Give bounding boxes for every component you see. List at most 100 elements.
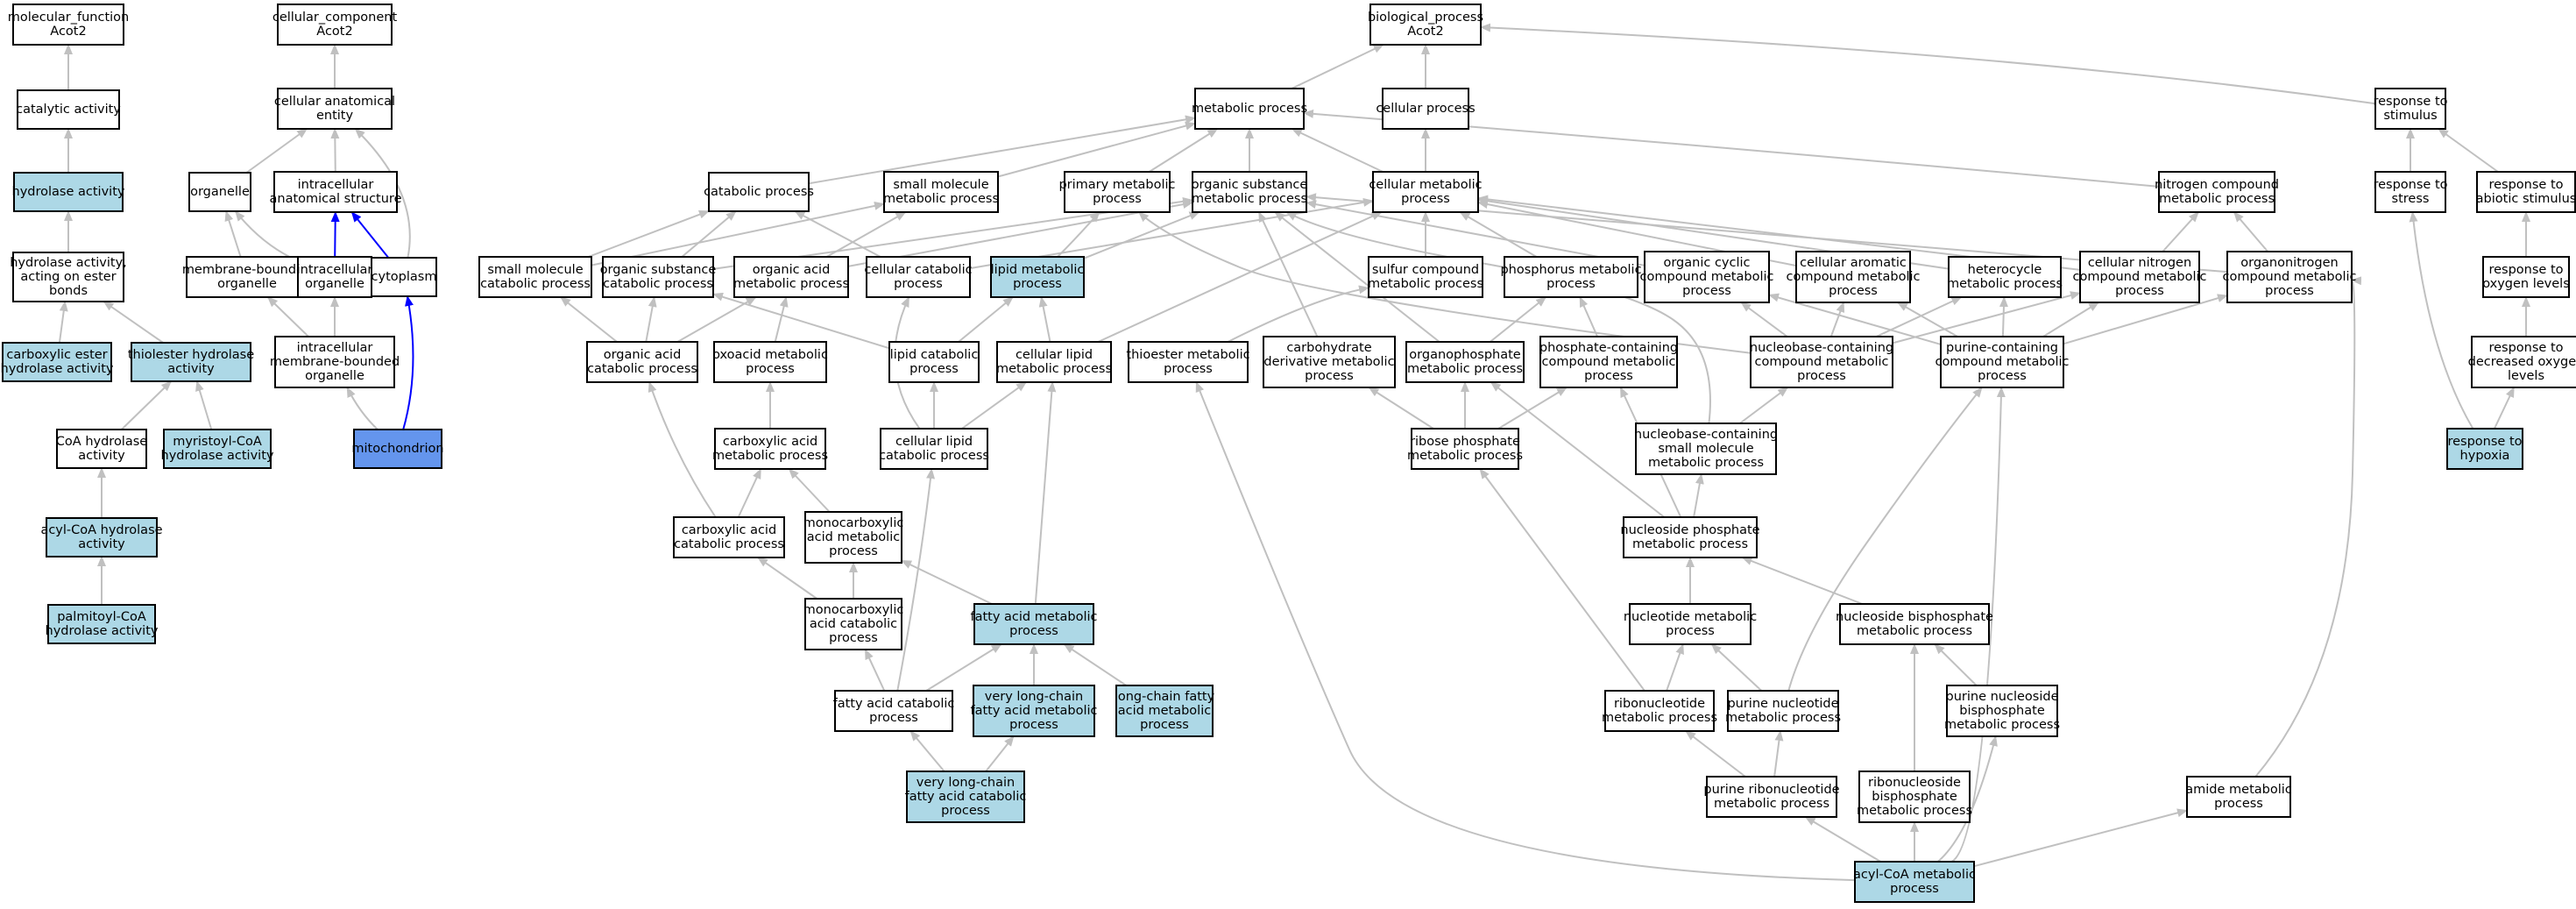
node-label-line: purine nucleoside <box>1946 690 2059 704</box>
node-label-line: phosphorus metabolic <box>1500 263 1641 277</box>
edge-acyl_coa_metabolic-to-thioester_metabolic <box>1195 381 1856 882</box>
node-catalytic_activity[interactable]: catalytic activity <box>16 89 121 130</box>
node-label-line: process <box>1305 369 1354 383</box>
node-box <box>1858 771 1971 823</box>
node-label-line: lipid catabolic <box>890 348 979 362</box>
node-label-line: decreased oxygen <box>2468 355 2576 369</box>
node-box <box>1706 776 1837 818</box>
edge-membrane_bounded_organelle-to-organelle <box>224 210 242 258</box>
node-organelle[interactable]: organelle <box>188 172 251 212</box>
node-cytoplasm[interactable]: cytoplasm <box>371 257 437 297</box>
node-label-line: cellular anatomical <box>274 95 395 109</box>
node-box <box>1115 685 1214 737</box>
node-label-line: hydrolase activity, <box>10 256 127 270</box>
node-label-line: cellular lipid <box>1016 348 1093 362</box>
node-box <box>1368 256 1483 298</box>
edge-purine_ribonucleotide_metabolic-to-ribonucleotide_metabolic <box>1685 730 1746 778</box>
node-metabolic_process[interactable]: metabolic process <box>1192 88 1307 130</box>
node-cellular_process[interactable]: cellular process <box>1376 88 1476 130</box>
node-label-line: response to <box>2488 263 2563 277</box>
node-catabolic_process[interactable]: catabolic process <box>704 172 814 212</box>
edge-cellular_lipid_metabolic-to-cellular_metabolic <box>1097 211 1383 343</box>
node-box <box>713 341 827 383</box>
edge-very_long_chain_fatty_acid_catabolic-to-fatty_acid_catabolic <box>909 730 945 772</box>
node-label-line: cellular metabolic <box>1369 178 1482 192</box>
node-hydrolase_activity[interactable]: hydrolase activity <box>12 172 125 212</box>
node-mitochondrion[interactable]: mitochondrion <box>351 429 444 469</box>
node-box <box>1948 256 2062 298</box>
node-label-line: process <box>1666 624 1715 638</box>
